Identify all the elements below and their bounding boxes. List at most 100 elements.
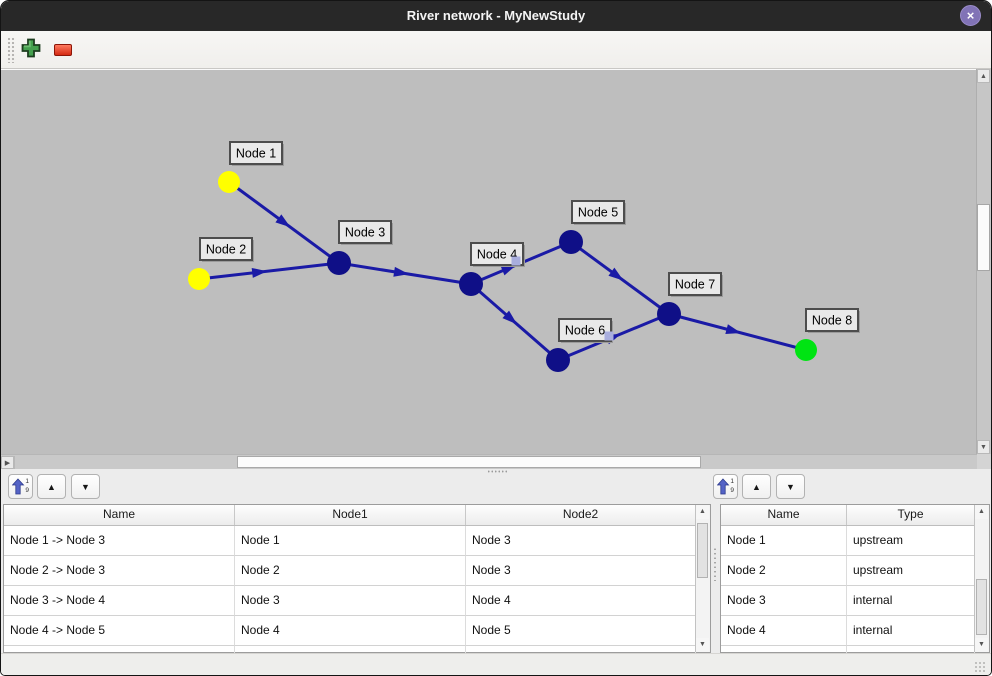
scroll-down-arrow[interactable]: ▼ [977,440,990,454]
table-cell[interactable]: Node 2 [235,556,466,586]
column-header-node2[interactable]: Node2 [466,505,696,525]
table-scroll-thumb[interactable] [697,523,708,578]
reach-handle[interactable] [511,256,521,266]
up-triangle-icon: ▲ [47,481,56,492]
table-cell[interactable]: Node 1 -> Node 3 [4,526,235,556]
scroll-up-arrow[interactable]: ▲ [977,69,990,83]
node-table-scrollbar[interactable]: ▲ ▼ [974,505,989,652]
label-box [805,308,859,332]
table-cell[interactable]: Node 1 [721,526,847,556]
table-cell[interactable]: Node 4 [466,586,696,616]
table-cell[interactable]: Node 3 [721,586,847,616]
table-scroll-thumb[interactable] [976,579,987,635]
close-button[interactable]: × [960,5,981,26]
label-box [229,141,283,165]
label-text: Node 3 [345,226,385,240]
reach-move-up-button[interactable]: ▲ [37,474,66,499]
node-move-down-button[interactable]: ▼ [776,474,805,499]
node-3-label: Node 3 [338,220,393,245]
table-cell[interactable]: Node 2 [721,556,847,586]
node-7[interactable] [657,302,681,326]
scroll-right-arrow[interactable]: ▶ [1,456,14,469]
add-node-button[interactable] [19,37,43,61]
reach-move-down-button[interactable]: ▼ [71,474,100,499]
table-cell[interactable]: Node 3 -> Node 4 [4,586,235,616]
label-box [470,242,524,266]
table-cell[interactable]: internal [847,586,975,616]
scroll-up-arrow[interactable]: ▲ [975,505,988,519]
table-splitter-handle[interactable] [713,547,717,581]
node-3[interactable] [327,251,351,275]
node-4[interactable] [459,272,483,296]
flow-arrow-icon [251,267,268,278]
table-cell[interactable]: upstream [847,526,975,556]
red-minus-icon [54,44,72,56]
scroll-up-arrow[interactable]: ▲ [696,505,709,519]
resize-grip[interactable] [974,661,985,672]
node-1[interactable] [218,171,240,193]
canvas-horizontal-scrollbar[interactable]: ◀ ▶ [1,454,977,470]
remove-node-button[interactable] [51,37,75,61]
table-cell[interactable]: Node 3 [466,556,696,586]
table-cell[interactable]: upstream [847,556,975,586]
reach-table-scrollbar[interactable]: ▲ ▼ [695,505,710,652]
node-8-label: Node 8 [805,308,860,333]
column-header-node1[interactable]: Node1 [235,505,466,525]
scroll-down-arrow[interactable]: ▼ [975,638,988,652]
table-cell[interactable]: Node 5 [466,616,696,646]
table-cell[interactable]: Node 3 [466,526,696,556]
table-cell[interactable]: Node 2 -> Node 3 [4,556,235,586]
label-text: Node 7 [675,278,715,292]
node-6[interactable] [546,348,570,372]
label-box [199,237,253,261]
flow-arrow-icon [725,324,742,334]
label-box [338,220,392,244]
table-cell[interactable]: Node 4 -> Node 5 [4,616,235,646]
canvas-vertical-scrollbar[interactable]: ▲ ▼ [976,69,991,454]
scrollbar-corner [977,454,991,469]
table-cell [235,646,466,654]
column-header-name[interactable]: Name [721,505,847,525]
table-cell[interactable]: Node 4 [721,616,847,646]
node-move-up-button[interactable]: ▲ [742,474,771,499]
label-box [668,272,722,296]
flow-arrow-icon [502,310,518,325]
scroll-down-arrow[interactable]: ▼ [696,638,709,652]
table-cell[interactable]: Node 1 [235,526,466,556]
toolbar-drag-handle[interactable] [7,37,16,63]
column-header-name[interactable]: Name [4,505,235,525]
window-title: River network - MyNewStudy [406,8,586,23]
table-cell[interactable]: internal [847,616,975,646]
up-triangle-icon: ▲ [752,481,761,492]
table-cell[interactable]: Node 4 [235,616,466,646]
node-2[interactable] [188,268,210,290]
titlebar[interactable]: River network - MyNewStudy × [1,1,991,31]
main-toolbar [1,31,991,69]
column-header-type[interactable]: Type [847,505,975,525]
vertical-scroll-thumb[interactable] [977,204,990,271]
pane-splitter[interactable] [1,469,991,474]
horizontal-scroll-thumb[interactable] [237,456,701,468]
label-text: Node 8 [812,314,852,328]
reach-node-2-to-node-3[interactable] [198,261,340,281]
node-5[interactable] [559,230,583,254]
table-cell[interactable]: Node 3 [235,586,466,616]
reach-handle[interactable] [604,331,614,341]
node-8[interactable] [795,339,817,361]
